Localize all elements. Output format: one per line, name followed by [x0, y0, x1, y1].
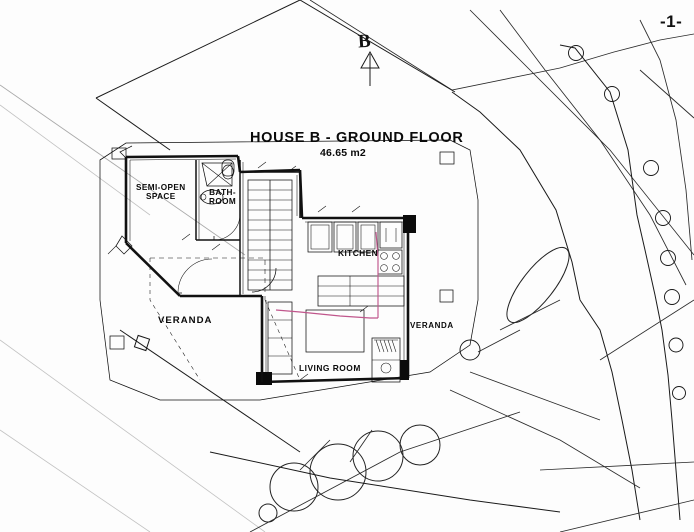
floor-area-label: 46.65 m2 [320, 147, 366, 159]
room-label-semi-open-space: SEMI-OPEN SPACE [136, 183, 186, 202]
site-feature-oval [459, 246, 570, 361]
survey-faint-lines [0, 84, 266, 532]
property-boundary [95, 0, 694, 521]
living-room-furniture [267, 301, 401, 383]
house-b-ground-floor [107, 145, 416, 385]
magenta-overlay-line [275, 231, 379, 319]
lower-right-boundary [449, 371, 694, 532]
room-label-living-room: LIVING ROOM [299, 363, 361, 373]
room-label-veranda-right: VERANDA [410, 321, 454, 330]
sheet-number: -1- [660, 12, 683, 31]
north-arrow-icon [360, 50, 380, 86]
survey-vertex-chain [559, 44, 686, 521]
entry-door-swing [107, 145, 213, 294]
survey-secondary-line [499, 9, 693, 286]
staircase [247, 179, 293, 293]
veranda-outline [99, 139, 479, 401]
structural-piers [256, 215, 416, 385]
bathroom-fixtures [199, 159, 241, 241]
boundary-marker [119, 329, 301, 453]
tree-canopy-chain [209, 411, 561, 532]
kitchen-units [307, 221, 405, 307]
room-label-bathroom: BATH- ROOM [209, 188, 237, 207]
dimension-ticks [181, 161, 369, 381]
page-title: HOUSE B - GROUND FLOOR [250, 130, 464, 146]
room-label-veranda-left: VERANDA [158, 315, 213, 326]
north-arrow-letter: B [357, 30, 372, 53]
room-label-kitchen: KITCHEN [338, 248, 379, 258]
